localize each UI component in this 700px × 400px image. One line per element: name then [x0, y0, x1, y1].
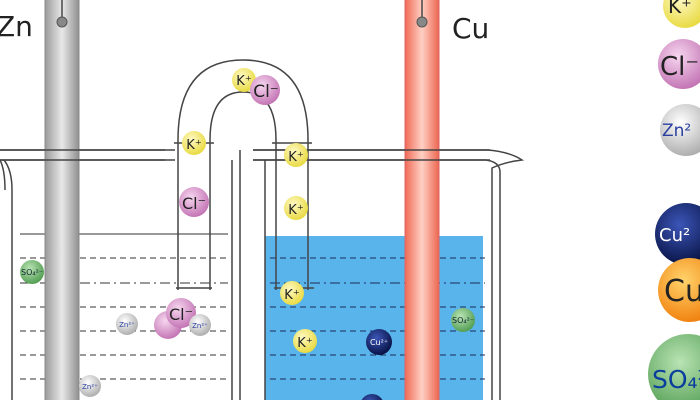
- legend-item-cu: Cu: [658, 258, 700, 322]
- zinc-label: Zn: [0, 10, 33, 43]
- copper-solution: [265, 236, 483, 400]
- svg-text:SO₄²⁻: SO₄²⁻: [452, 316, 474, 325]
- svg-text:Cu²: Cu²: [659, 225, 690, 246]
- cl-ion: Cl⁻: [166, 298, 196, 328]
- cu-ion: Cu²⁺: [366, 329, 392, 355]
- cu-ion: [361, 394, 383, 400]
- copper-terminal: [416, 16, 428, 28]
- k-ion: K⁺: [232, 68, 256, 92]
- legend-item-k: K⁺: [663, 0, 700, 28]
- legend-item-cu2: Cu²: [655, 203, 700, 265]
- svg-text:K⁺: K⁺: [288, 203, 303, 218]
- svg-text:Cu: Cu: [664, 274, 700, 309]
- copper-electrode: [404, 0, 440, 400]
- svg-text:Cl⁻: Cl⁻: [182, 194, 206, 213]
- copper-label: Cu: [452, 12, 489, 45]
- cl-ion: Cl⁻: [250, 75, 280, 105]
- k-ion: K⁺: [280, 281, 304, 305]
- svg-text:Cu²⁺: Cu²⁺: [370, 338, 388, 347]
- k-ion: K⁺: [284, 143, 308, 167]
- k-ion: K⁺: [182, 131, 206, 155]
- legend-item-so4: SO₄²: [648, 334, 700, 400]
- left-beaker-wall: [231, 150, 241, 400]
- svg-text:K⁺: K⁺: [297, 336, 312, 351]
- cl-ion: Cl⁻: [179, 187, 209, 217]
- legend: K⁺ Cl⁻ Zn² Cu² Cu SO₄²: [648, 0, 700, 400]
- svg-text:Zn²⁺: Zn²⁺: [82, 383, 98, 391]
- k-ion: K⁺: [284, 196, 308, 220]
- so4-ion: SO₄²⁻: [20, 260, 44, 284]
- svg-text:K⁺: K⁺: [186, 138, 201, 153]
- svg-text:Cl⁻: Cl⁻: [169, 305, 193, 324]
- zn-ion: Zn²⁺: [79, 375, 101, 397]
- svg-text:Cl⁻: Cl⁻: [660, 52, 699, 82]
- svg-text:SO₄²⁻: SO₄²⁻: [21, 268, 43, 277]
- zn-ion: Zn²⁺: [116, 313, 138, 335]
- svg-text:Zn²⁺: Zn²⁺: [119, 321, 135, 329]
- svg-text:Zn²: Zn²: [662, 121, 691, 141]
- zn-ion: Zn²⁺: [189, 314, 211, 336]
- legend-item-zn: Zn²: [660, 104, 700, 156]
- svg-text:K⁺: K⁺: [288, 150, 303, 165]
- legend-item-cl: Cl⁻: [658, 39, 700, 89]
- svg-text:K⁺: K⁺: [236, 74, 251, 89]
- svg-text:Zn²⁺: Zn²⁺: [192, 322, 208, 330]
- so4-ion: SO₄²⁻: [451, 308, 475, 332]
- svg-text:SO₄²: SO₄²: [652, 365, 700, 394]
- k-ion: K⁺: [293, 329, 317, 353]
- zinc-terminal: [56, 16, 68, 28]
- zinc-electrode: [44, 0, 80, 400]
- svg-text:K⁺: K⁺: [668, 0, 692, 18]
- svg-text:K⁺: K⁺: [284, 288, 299, 303]
- svg-text:Cl⁻: Cl⁻: [253, 82, 279, 102]
